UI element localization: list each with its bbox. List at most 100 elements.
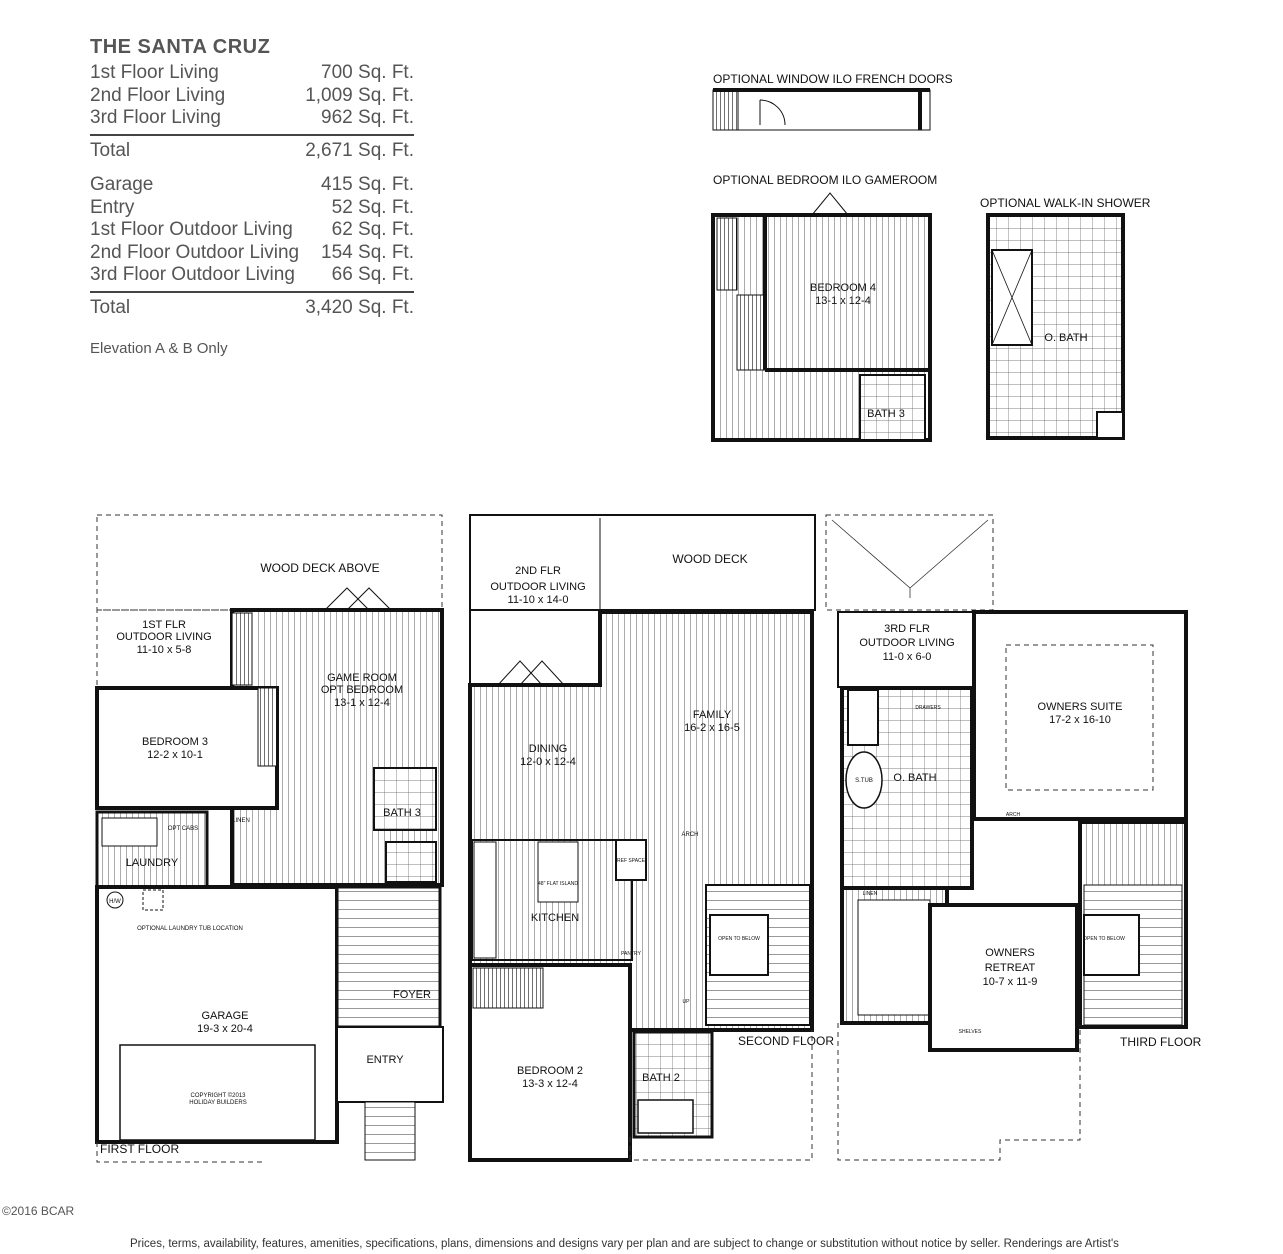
outdoor3-label2: OUTDOOR LIVING <box>859 637 954 649</box>
wood-deck-label: WOOD DECK <box>672 552 747 566</box>
bedroom2-label: BEDROOM 2 <box>517 1065 583 1077</box>
sqft-value: 962 Sq. Ft. <box>321 107 414 128</box>
outdoor2-label2: OUTDOOR LIVING <box>490 581 585 593</box>
open-below3-label: OPEN TO BELOW <box>1083 936 1125 942</box>
tub-label: S.TUB <box>855 778 873 784</box>
drawers-label: DRAWERS <box>915 705 941 711</box>
bath2-label: BATH 2 <box>642 1072 680 1084</box>
foyer-label: FOYER <box>393 989 431 1001</box>
game-room-label2: OPT BEDROOM <box>321 684 403 696</box>
sqft-value: 52 Sq. Ft. <box>331 196 414 218</box>
sqft-label: 3rd Floor Living <box>90 107 221 128</box>
second-floor-label: SECOND FLOOR <box>738 1034 834 1048</box>
ref-label: REF SPACE <box>617 858 646 864</box>
outdoor3-dim: 11-0 x 6-0 <box>883 651 932 663</box>
sqft-value: 62 Sq. Ft. <box>331 219 414 240</box>
sqft-total-row: Total 3,420 Sq. Ft. <box>90 297 414 320</box>
option-shower-label: OPTIONAL WALK-IN SHOWER <box>980 196 1151 210</box>
sqft-label: 1st Floor Outdoor Living <box>90 219 293 240</box>
copyright-footer: ©2016 BCAR <box>2 1204 75 1218</box>
sqft-row: 1st Floor Outdoor Living 62 Sq. Ft. <box>90 219 414 242</box>
sqft-value: 3,420 Sq. Ft. <box>305 296 414 318</box>
pantry-label: PANTRY <box>621 951 641 957</box>
linen-label: LINEN <box>232 818 250 824</box>
sqft-label: Entry <box>90 196 135 218</box>
sqft-row: 3rd Floor Outdoor Living 66 Sq. Ft. <box>90 264 414 287</box>
outdoor1-label: 1ST FLR <box>142 619 186 631</box>
sqft-row: 3rd Floor Living 962 Sq. Ft. <box>90 107 414 130</box>
sqft-row: 2nd Floor Outdoor Living 154 Sq. Ft. <box>90 242 414 265</box>
sqft-label: 2nd Floor Living <box>90 84 226 106</box>
outdoor1-label2: OUTDOOR LIVING <box>116 631 211 643</box>
sqft-label: 3rd Floor Outdoor Living <box>90 264 295 285</box>
sqft-value: 415 Sq. Ft. <box>321 174 414 195</box>
bath3-label: BATH 3 <box>867 408 905 420</box>
owners-suite-label: OWNERS SUITE <box>1038 701 1123 713</box>
sqft-label: Garage <box>90 174 154 195</box>
sqft-label: 1st Floor Living <box>90 62 219 83</box>
option-bedroom: OPTIONAL BEDROOM ILO GAMEROOM BEDROOM 4 … <box>711 173 937 442</box>
shelves-label: SHELVES <box>959 1029 982 1035</box>
linen3-label: LINEN <box>863 891 878 897</box>
sqft-value: 66 Sq. Ft. <box>331 264 414 285</box>
elevation-note: Elevation A & B Only <box>90 340 228 357</box>
sqft-label: Total <box>90 139 131 161</box>
dining-dim: 12-0 x 12-4 <box>520 756 576 768</box>
bedroom4-dim: 13-1 x 12-4 <box>815 295 871 307</box>
game-room-label: GAME ROOM <box>327 672 397 684</box>
divider <box>90 133 414 136</box>
up-label: UP <box>683 999 691 1005</box>
outdoor2-dim: 11-10 x 14-0 <box>508 594 569 606</box>
sqft-value: 154 Sq. Ft. <box>321 241 414 263</box>
outdoor1-dim: 11-10 x 5-8 <box>137 644 192 656</box>
retreat-label2: RETREAT <box>985 962 1036 974</box>
game-room-dim: 13-1 x 12-4 <box>334 697 390 709</box>
retreat-dim: 10-7 x 11-9 <box>983 976 1038 988</box>
bedroom2-dim: 13-3 x 12-4 <box>522 1078 578 1090</box>
open-below-label: OPEN TO BELOW <box>718 936 760 942</box>
sqft-value: 2,671 Sq. Ft. <box>305 139 414 161</box>
option-bedroom-label: OPTIONAL BEDROOM ILO GAMEROOM <box>713 173 937 187</box>
sqft-value: 700 Sq. Ft. <box>321 62 414 83</box>
second-floor-plan: 2ND FLR OUTDOOR LIVING 11-10 x 14-0 WOOD… <box>468 514 834 1162</box>
option-obath-label: O. BATH <box>1044 332 1087 344</box>
obath3-label: O. BATH <box>893 772 936 784</box>
wood-deck-above-label: WOOD DECK ABOVE <box>260 561 379 575</box>
bedroom3-label: BEDROOM 3 <box>142 736 208 748</box>
garage-label: GARAGE <box>201 1010 248 1022</box>
arch3-label: ARCH <box>1006 812 1021 818</box>
opt-cabs-label: OPT CABS <box>168 826 198 832</box>
arch-label: ARCH <box>681 832 698 838</box>
option-window-label: OPTIONAL WINDOW ILO FRENCH DOORS <box>713 72 953 86</box>
bedroom4-label: BEDROOM 4 <box>810 282 876 294</box>
plan-title: THE SANTA CRUZ <box>90 36 271 58</box>
copyright-note: COPYRIGHT ©2013 <box>191 1092 247 1099</box>
sqft-row: Entry 52 Sq. Ft. <box>90 197 414 220</box>
hw-label: H/W <box>109 899 121 905</box>
sqft-label: 2nd Floor Outdoor Living <box>90 241 300 263</box>
third-floor-plan: 3RD FLR OUTDOOR LIVING 11-0 x 6-0 OWNERS… <box>825 514 1202 1161</box>
island-label: 48" FLAT ISLAND <box>538 881 578 887</box>
first-floor-plan: WOOD DECK ABOVE 1ST FLR OUTDOOR LIVING 1… <box>95 514 444 1163</box>
sqft-label: Total <box>90 296 131 318</box>
garage-dim: 19-3 x 20-4 <box>197 1023 253 1035</box>
owners-suite-dim: 17-2 x 16-10 <box>1049 714 1111 726</box>
bedroom3-dim: 12-2 x 10-1 <box>147 749 203 761</box>
third-floor-label: THIRD FLOOR <box>1120 1035 1202 1049</box>
entry-label: ENTRY <box>366 1054 404 1066</box>
copyright-note2: HOLIDAY BUILDERS <box>189 1100 246 1106</box>
option-window: OPTIONAL WINDOW ILO FRENCH DOORS <box>712 72 953 131</box>
laundry-label: LAUNDRY <box>126 857 179 869</box>
divider <box>90 290 414 293</box>
laundry-tub-label: OPTIONAL LAUNDRY TUB LOCATION <box>137 926 243 932</box>
sqft-row: 1st Floor Living 700 Sq. Ft. <box>90 62 414 85</box>
kitchen-label: KITCHEN <box>531 912 579 924</box>
family-dim: 16-2 x 16-5 <box>684 722 740 734</box>
retreat-label: OWNERS <box>985 947 1035 959</box>
sqft-row: Garage 415 Sq. Ft. <box>90 174 414 197</box>
outdoor3-label: 3RD FLR <box>884 623 930 635</box>
sqft-table: 1st Floor Living 700 Sq. Ft. 2nd Floor Li… <box>90 62 414 319</box>
first-floor-label: FIRST FLOOR <box>100 1142 179 1156</box>
